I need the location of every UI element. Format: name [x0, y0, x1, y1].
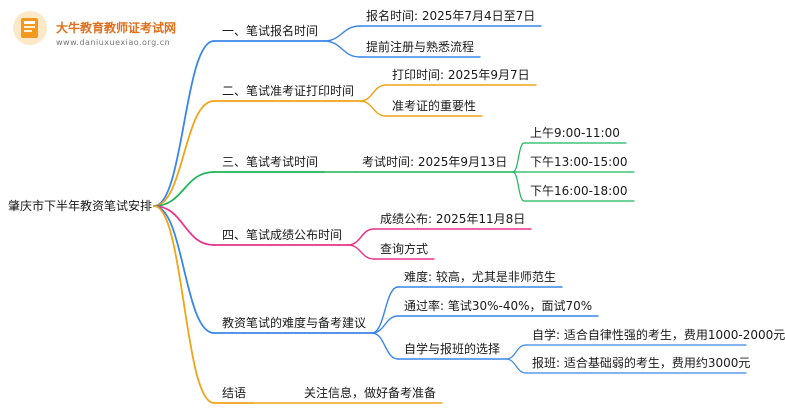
brand-logo: 大牛教育教师证考试网 www.daniuxuexiao.org.cn — [10, 8, 210, 52]
connector-b5g2 — [505, 358, 527, 374]
ticket-importance: 准考证的重要性 — [392, 99, 477, 113]
ticket-print-date: 打印时间: 2025年9月7日 — [392, 68, 530, 82]
branch-difficulty-advice: 教资笔试的难度与备考建议 — [222, 316, 367, 330]
connector-b1 — [153, 40, 215, 207]
branch-registration-time: 一、笔试报名时间 — [222, 24, 319, 38]
register-early-tip: 提前注册与熟悉流程 — [366, 40, 475, 54]
branch-conclusion: 结语 — [222, 386, 247, 400]
mindmap-connectors — [153, 25, 747, 404]
score-query-method: 查询方式 — [380, 242, 429, 256]
connector-b3g1 — [512, 142, 525, 173]
connector-b5c2 — [371, 315, 399, 334]
pass-rate: 通过率: 笔试30%-40%，面试70% — [404, 299, 593, 313]
connector-b5c1 — [371, 286, 399, 334]
brand-url: www.daniuxuexiao.org.cn — [56, 38, 171, 47]
connector-b4c1 — [347, 228, 375, 246]
connector-b3g3 — [512, 171, 525, 202]
book-icon — [13, 11, 47, 45]
session-afternoon-1: 下午13:00-15:00 — [530, 155, 628, 169]
branch-ticket-print-time: 二、笔试准考证打印时间 — [222, 84, 355, 98]
connector-b2c2 — [359, 100, 387, 117]
score-release-date: 成绩公布: 2025年11月8日 — [380, 212, 526, 226]
connector-b3 — [153, 171, 215, 207]
registration-period: 报名时间: 2025年7月4日至7日 — [366, 9, 536, 23]
class-option: 报班: 适合基础弱的考生，费用约3000元 — [532, 356, 751, 370]
session-morning: 上午9:00-11:00 — [530, 126, 620, 140]
connector-b6 — [153, 205, 215, 404]
conclusion-text: 关注信息，做好备考准备 — [304, 386, 437, 400]
connector-b4 — [153, 205, 215, 246]
connector-b2c1 — [359, 84, 387, 102]
exam-date: 考试时间: 2025年9月13日 — [362, 155, 508, 169]
connector-b2 — [153, 100, 215, 207]
branch-score-release-time: 四、笔试成绩公布时间 — [222, 228, 343, 242]
root-topic: 肇庆市下半年教资笔试安排 — [8, 199, 153, 213]
difficulty-level: 难度: 较高，尤其是非师范生 — [404, 270, 556, 284]
connector-b4c2 — [347, 244, 375, 260]
self-study-option: 自学: 适合自律性强的考生，费用1000-2000元 — [532, 328, 785, 342]
brand-title: 大牛教育教师证考试网 — [56, 21, 177, 35]
connector-b5g1 — [505, 344, 527, 360]
connector-b5 — [153, 205, 215, 334]
connector-b1c1 — [323, 25, 361, 42]
connector-b1c2 — [323, 40, 361, 58]
connector-b5c3 — [371, 332, 399, 360]
self-study-vs-class: 自学与报班的选择 — [404, 342, 501, 356]
session-afternoon-2: 下午16:00-18:00 — [530, 184, 628, 198]
branch-exam-time: 三、笔试考试时间 — [222, 155, 319, 169]
